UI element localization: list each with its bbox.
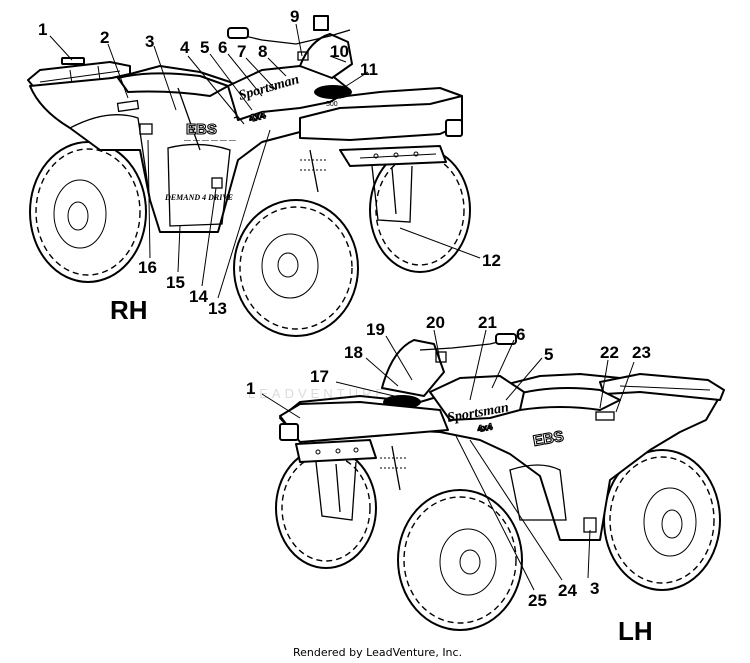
lh-callout: 22 [600, 343, 619, 362]
rh-callout: 16 [138, 258, 157, 277]
rh-ebs-subtext: — — — — — — [184, 137, 236, 144]
rh-atv-illustration: EBS — — — — — — DEMAND 4 DRIVE Sportsman… [27, 15, 471, 337]
rh-leader-lines [49, 23, 481, 299]
rh-callout: 14 [189, 287, 208, 306]
rh-callout: 5 [200, 38, 209, 57]
render-credit: Rendered by LeadVenture, Inc. [293, 646, 462, 659]
rh-ebs-decal: EBS [186, 121, 217, 138]
rh-callout: 10 [330, 42, 349, 61]
lh-callout: 21 [478, 313, 497, 332]
rh-callout: 7 [237, 42, 246, 61]
lh-view-label: LH [618, 616, 653, 646]
rh-callout: 3 [145, 32, 154, 51]
rh-4x4-decal: 4x4 [248, 110, 267, 125]
rh-callout: 2 [100, 28, 109, 47]
rh-callout: 1 [38, 20, 47, 39]
rh-callout: 15 [166, 273, 185, 292]
rh-callout: 4 [180, 38, 190, 57]
lh-callout: 23 [632, 343, 651, 362]
lh-callout: 3 [590, 579, 599, 598]
rh-view-label: RH [110, 295, 148, 325]
lh-callout: 19 [366, 320, 385, 339]
lh-callout: 1 [246, 379, 255, 398]
rh-callout: 6 [218, 38, 227, 57]
lh-callouts: 1 17 18 19 20 21 6 5 22 23 3 24 25 LH [246, 313, 653, 646]
lh-callout: 5 [544, 345, 553, 364]
rh-callout: 8 [258, 42, 267, 61]
lh-4x4-decal: 4x4 [477, 422, 494, 434]
rh-callout: 9 [290, 7, 299, 26]
lh-callout: 25 [528, 591, 547, 610]
lh-callout: 6 [516, 325, 525, 344]
lh-callout: 20 [426, 313, 445, 332]
lh-callout: 18 [344, 343, 363, 362]
lh-callout: 24 [558, 581, 577, 600]
lh-atv-illustration: Sportsman 4x4 EBS 500 [275, 333, 725, 631]
lh-leader-lines [261, 329, 635, 591]
rh-callouts: 1 2 3 4 5 6 7 8 9 10 11 12 13 14 15 16 R… [38, 7, 501, 325]
lh-callout: 17 [310, 367, 329, 386]
rh-callout: 13 [208, 299, 227, 318]
rh-demand-drive-decal: DEMAND 4 DRIVE [164, 193, 233, 202]
rh-callout: 12 [482, 251, 501, 270]
rh-500-decal: 500 [326, 101, 338, 108]
rh-callout: 11 [360, 60, 378, 79]
lh-ebs-decal: EBS [532, 428, 565, 450]
